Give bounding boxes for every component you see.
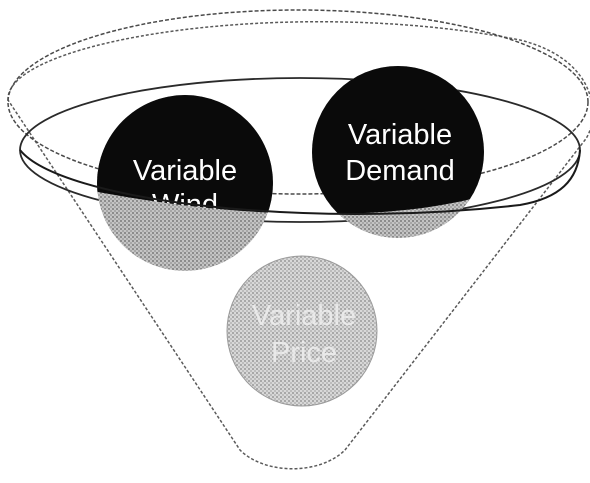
- label-variable-demand-line2: Demand: [345, 155, 455, 187]
- label-variable-price-line1: Variable: [252, 300, 356, 332]
- circle-variable-wind: Variable Wind: [97, 95, 273, 271]
- circle-variable-price: Variable Price: [227, 256, 377, 406]
- label-variable-wind-line1: Variable: [133, 155, 237, 187]
- circle-variable-demand: Variable Demand: [312, 66, 484, 238]
- label-variable-demand-line1: Variable: [348, 119, 452, 151]
- label-variable-price-line2: Price: [271, 337, 337, 369]
